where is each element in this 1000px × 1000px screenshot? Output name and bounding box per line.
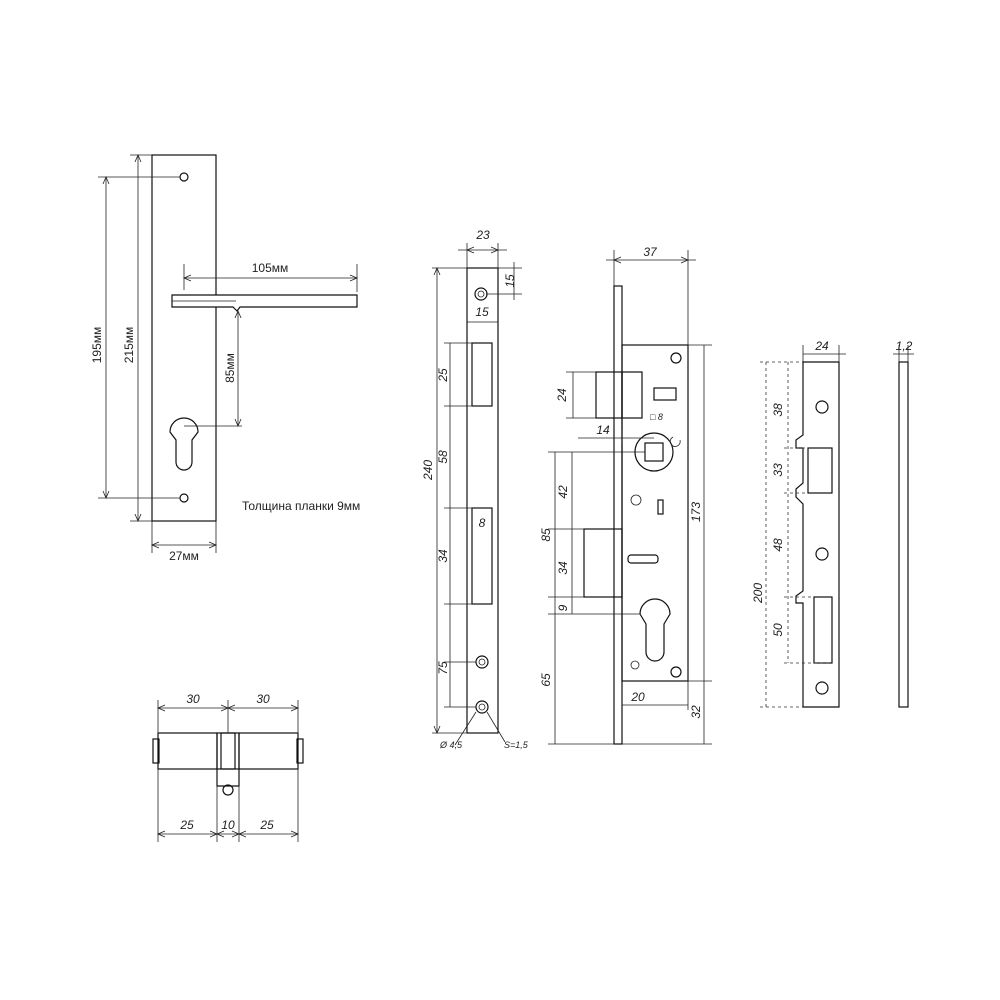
fp-dim-34: 34: [436, 549, 450, 563]
cyl-dim-25-right: 25: [259, 818, 274, 832]
lock-spindle-square: [644, 442, 664, 462]
lock-case: [621, 344, 689, 682]
fp-dim-240: 240: [421, 460, 435, 481]
cylinder-right-half: [238, 732, 299, 770]
handle-plate-view: 195мм 215мм 105мм 85мм 27мм Толщина план…: [90, 153, 360, 563]
lb-dim-24: 24: [555, 388, 569, 403]
faceplate-bottom-hole: [475, 700, 489, 714]
cylinder-left-half: [157, 732, 218, 770]
lb-dim-65: 65: [539, 673, 553, 687]
lb-dim-14: 14: [596, 423, 610, 437]
dim-105: 105мм: [252, 261, 289, 275]
lock-cylinder-hole: [639, 598, 671, 662]
fp-dim-23: 23: [475, 228, 490, 242]
lb-dim-85: 85: [539, 528, 553, 542]
dim-195: 195мм: [90, 327, 104, 364]
fp-dim-75: 75: [436, 661, 450, 675]
lb-dim-32: 32: [689, 705, 703, 719]
faceplate-top-hole: [474, 287, 488, 301]
sp-dim-48: 48: [771, 538, 785, 552]
dim-27: 27мм: [169, 549, 199, 563]
sp-dim-200: 200: [751, 583, 765, 604]
plate-thickness-note: Толщина планки 9мм: [242, 499, 360, 513]
faceplate-outline: [466, 267, 499, 734]
strike-middle-hole: [815, 547, 829, 561]
fp-mark: 8: [479, 516, 486, 530]
faceplate-bolt-opening: [471, 507, 493, 605]
faceplate-view: 23 15 15 240 25 58 34 75 Ø 4,5 S=1,5 8: [421, 228, 529, 750]
cylinder-screw-hole: [222, 784, 234, 796]
plate-keyhole: [169, 417, 199, 471]
lb-dim-spindle: □ 8: [650, 412, 663, 422]
strike-top-hole: [815, 400, 829, 414]
cyl-dim-10: 10: [221, 818, 235, 832]
lb-dim-20: 20: [630, 690, 645, 704]
strike-latch-slot: [807, 447, 833, 494]
strike-bottom-hole: [815, 681, 829, 695]
strike-plate-view: 24 1,2 200 38 33 48 50: [751, 339, 914, 708]
lb-dim-37: 37: [643, 245, 658, 259]
faceplate-latch-opening: [471, 342, 493, 407]
dim-215: 215мм: [122, 327, 136, 364]
sp-dim-1-2: 1,2: [896, 339, 913, 353]
lb-dim-9: 9: [556, 604, 570, 611]
lock-deadbolt: [583, 528, 623, 598]
plate-top-hole: [179, 172, 189, 182]
fp-dim-15-top: 15: [503, 274, 517, 288]
lock-body-view: 37 24 14 □ 8 42 85 34 9 65 173 20 32: [539, 245, 712, 745]
lock-latch: [595, 371, 623, 419]
sp-dim-33: 33: [771, 463, 785, 477]
fp-dim-25: 25: [436, 368, 450, 383]
cylinder-cam: [216, 769, 240, 787]
cylinder-view: 30 30 25 10 25: [152, 692, 304, 842]
sp-dim-50: 50: [771, 623, 785, 637]
fp-dim-15-hole: 15: [475, 305, 489, 319]
fp-hole-diameter: Ø 4,5: [439, 740, 463, 750]
fp-thickness: S=1,5: [504, 740, 529, 750]
faceplate-lower-hole: [475, 655, 489, 669]
lb-dim-34: 34: [556, 561, 570, 575]
fp-dim-58: 58: [436, 450, 450, 464]
cyl-dim-30-left: 30: [186, 692, 200, 706]
handle-plate-outline: [151, 154, 217, 522]
strike-plate-outline: [795, 361, 840, 708]
lever-handle: [171, 294, 358, 312]
strike-plate-side: [898, 361, 909, 708]
lb-dim-173: 173: [689, 502, 703, 522]
lb-dim-42: 42: [556, 485, 570, 499]
sp-dim-24: 24: [814, 339, 829, 353]
dim-85: 85мм: [223, 353, 237, 383]
strike-bolt-slot: [813, 596, 833, 664]
lock-faceplate-side: [613, 285, 623, 745]
sp-dim-38: 38: [771, 403, 785, 417]
cyl-dim-30-right: 30: [256, 692, 270, 706]
cyl-dim-25-left: 25: [179, 818, 194, 832]
plate-bottom-hole: [179, 493, 189, 503]
